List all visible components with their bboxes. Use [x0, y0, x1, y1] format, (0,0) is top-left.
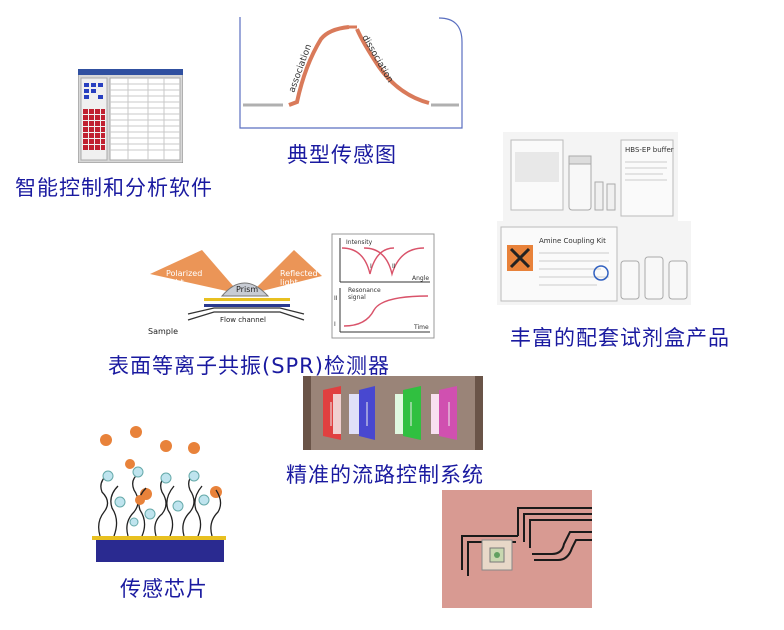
kits-photo-top: HBS-EP buffer	[503, 132, 678, 223]
marker-ii-bottom: II	[334, 295, 338, 302]
hbs-buffer-label: HBS-EP buffer	[625, 146, 674, 154]
caption-chip: 传感芯片	[120, 577, 208, 601]
caption-flow: 精准的流路控制系统	[286, 463, 484, 487]
sensor-chip-diagram	[90, 422, 230, 564]
flow-channel-label: Flow channel	[220, 316, 266, 324]
marker-i-bottom: I	[334, 321, 336, 328]
caption-spr: 表面等离子共振(SPR)检测器	[108, 354, 390, 378]
amine-kit-label: Amine Coupling Kit	[539, 237, 606, 245]
time-label: Time	[413, 324, 429, 331]
caption-sensorgram: 典型传感图	[287, 143, 397, 167]
sensorgram-diagram: association dissociation	[239, 17, 463, 129]
dissociation-label: dissociation	[359, 34, 394, 85]
microfluidic-chip-photo	[442, 490, 592, 608]
marker-ii-top: II	[392, 263, 396, 270]
caption-kits: 丰富的配套试剂盒产品	[510, 326, 730, 350]
software-screenshot	[77, 68, 184, 164]
sample-label: Sample	[148, 327, 178, 336]
kits-photo-bottom: Amine Coupling Kit	[497, 221, 691, 305]
caption-software: 智能控制和分析软件	[15, 176, 213, 200]
angle-label: Angle	[412, 275, 429, 282]
marker-i-top: I	[370, 263, 372, 270]
flow-control-image	[303, 376, 483, 450]
intensity-label: Intensity	[346, 239, 373, 246]
prism-label: Prism	[236, 285, 258, 294]
